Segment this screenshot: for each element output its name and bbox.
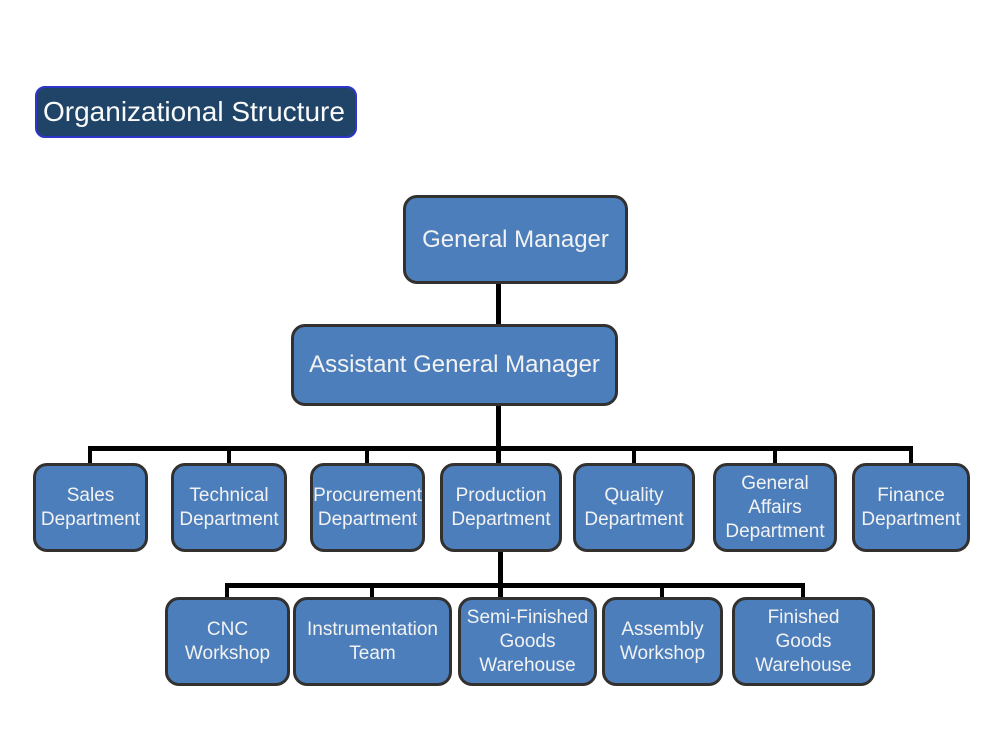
connector-stub-assembly	[660, 583, 664, 597]
node-general-manager: General Manager	[403, 195, 628, 284]
connector-stub-finance	[909, 446, 913, 463]
connector-stub-finished	[801, 583, 805, 597]
node-cnc-workshop: CNC Workshop	[165, 597, 290, 686]
node-label: General Affairs Department	[725, 472, 825, 542]
page-title-label: Organizational Structure	[43, 96, 345, 127]
connector-agm-spine	[496, 405, 501, 463]
node-production-department: Production Department	[440, 463, 562, 552]
node-sales-department: Sales Department	[33, 463, 148, 552]
node-general-affairs-department: General Affairs Department	[713, 463, 837, 552]
connector-stub-technical	[227, 446, 231, 463]
connector-stub-procurement	[365, 446, 369, 463]
node-instrumentation-team: Instrumentation Team	[293, 597, 452, 686]
node-label: Finance Department	[861, 484, 961, 530]
node-label: Procurement Department	[313, 484, 422, 530]
connector-dept-bus	[88, 446, 913, 451]
connector-stub-quality	[632, 446, 636, 463]
connector-stub-cnc	[225, 583, 229, 597]
node-label: General Manager	[422, 225, 609, 253]
node-quality-department: Quality Department	[573, 463, 695, 552]
connector-subunit-bus	[225, 583, 805, 588]
connector-stub-general-affairs	[773, 446, 777, 463]
node-technical-department: Technical Department	[171, 463, 287, 552]
node-label: Technical Department	[179, 484, 279, 530]
connector-gm-agm	[496, 283, 501, 325]
node-semi-finished-goods-warehouse: Semi-Finished Goods Warehouse	[458, 597, 597, 686]
node-label: Assistant General Manager	[309, 351, 600, 378]
page-title: Organizational Structure	[35, 86, 357, 138]
node-assistant-general-manager: Assistant General Manager	[291, 324, 618, 406]
node-label: Finished Goods Warehouse	[755, 606, 852, 676]
connector-production-spine	[498, 551, 503, 597]
node-procurement-department: Procurement Department	[310, 463, 425, 552]
connector-stub-sales	[88, 446, 92, 463]
connector-stub-instrumentation	[370, 583, 374, 597]
node-label: Semi-Finished Goods Warehouse	[466, 606, 589, 676]
node-assembly-workshop: Assembly Workshop	[602, 597, 723, 686]
node-label: Assembly Workshop	[619, 618, 706, 664]
node-label: Quality Department	[584, 484, 684, 530]
node-label: Production Department	[451, 484, 551, 530]
node-finished-goods-warehouse: Finished Goods Warehouse	[732, 597, 875, 686]
node-label: Instrumentation Team	[307, 618, 438, 664]
node-finance-department: Finance Department	[852, 463, 970, 552]
node-label: Sales Department	[40, 484, 141, 530]
node-label: CNC Workshop	[184, 618, 271, 664]
